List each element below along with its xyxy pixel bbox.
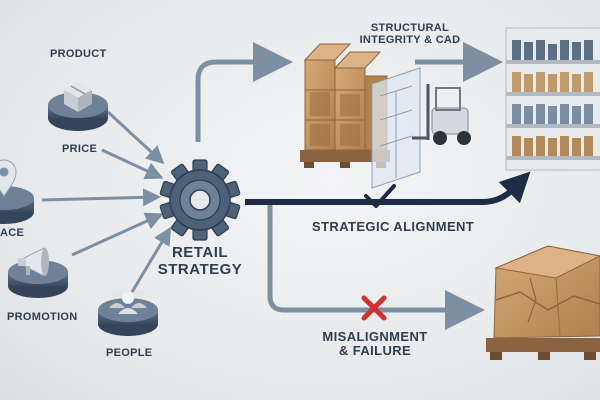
location-pin-icon	[0, 159, 17, 197]
x-mark-icon	[361, 295, 387, 321]
people-icon	[109, 289, 147, 314]
place-node	[0, 159, 34, 224]
arrow-strategic-alignment	[245, 171, 531, 205]
cad-label-line1: STRUCTURAL	[370, 22, 450, 34]
gear-icon	[159, 159, 241, 241]
box-icon	[64, 82, 92, 112]
input-label-price: PRICE	[62, 143, 98, 155]
product-node	[48, 82, 108, 131]
checkmark-icon	[364, 184, 396, 208]
store-shelves	[505, 27, 600, 171]
cad-label-line2: INTEGRITY & CAD	[359, 34, 461, 47]
input-label-product: PRODUCT	[50, 48, 107, 60]
misalignment-label-line1: MISALIGNMENT	[322, 329, 428, 344]
hub-title-line2: STRATEGY	[157, 260, 243, 278]
forklift	[412, 84, 471, 145]
misalignment-label: MISALIGNMENT & FAILURE	[300, 329, 450, 359]
strategic-alignment-label: STRATEGIC ALIGNMENT	[312, 219, 475, 234]
cad-label: STRUCTURAL INTEGRITY & CAD	[340, 22, 480, 46]
input-label-promotion: PROMOTION	[7, 311, 78, 323]
hub-title-line1: RETAIL	[171, 244, 229, 261]
crushed-box	[486, 245, 600, 360]
promotion-node	[8, 247, 68, 298]
arrow-to-cad	[195, 42, 293, 142]
input-arrows	[41, 110, 172, 293]
misalignment-label-line2: & FAILURE	[338, 343, 412, 359]
arrow-to-misalignment	[267, 205, 485, 330]
people-node	[98, 289, 158, 336]
cad-blueprint	[371, 67, 421, 189]
input-label-people: PEOPLE	[106, 347, 153, 359]
megaphone-icon	[18, 247, 49, 277]
hub-title: RETAIL STRATEGY	[150, 244, 250, 278]
input-label-place: ACE	[0, 227, 25, 239]
